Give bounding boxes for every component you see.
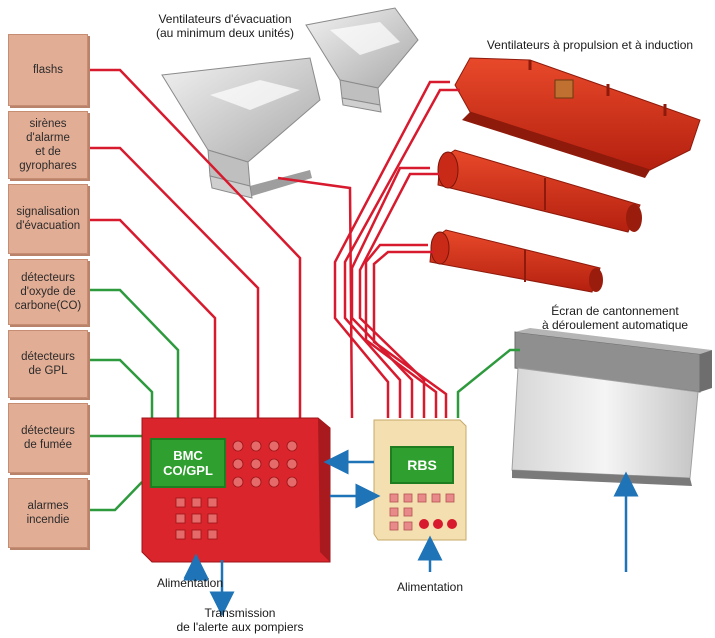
label-smoke-screen: Écran de cantonnement à déroulement auto… [541, 304, 689, 332]
tile-sirens: sirènes d'alarme et de gyrophares [8, 111, 88, 179]
tile-label: sirènes d'alarme et de gyrophares [19, 118, 77, 172]
rbs-buttons [419, 519, 457, 529]
bmc-keypad-right [232, 440, 298, 488]
label-bmc-power: Alimentation [156, 576, 224, 590]
tile-fire-alarm: alarmes incendie [8, 478, 88, 548]
red-wires [88, 68, 460, 419]
tile-co-detector: détecteurs d'oxyde de carbone(CO) [8, 259, 88, 325]
green-wires [88, 288, 520, 512]
bmc-keypad-bottom [175, 497, 218, 540]
tile-label: détecteurs de GPL [21, 351, 75, 377]
rbs-screen: RBS [390, 446, 454, 484]
jet-fan-cylinder-1 [437, 149, 642, 233]
tile-smoke-detector: détecteurs de fumée [8, 403, 88, 473]
exhaust-fan-right [305, 7, 419, 113]
tile-evac-sign: signalisation d'évacuation [8, 184, 88, 254]
label-jet-fans: Ventilateurs à propulsion et à induction [486, 38, 694, 52]
exhaust-fan-left [161, 57, 321, 199]
tile-flashs: flashs [8, 34, 88, 106]
tile-label: flashs [32, 64, 64, 76]
blue-arrows [183, 449, 639, 617]
label-rbs-power: Alimentation [396, 580, 464, 594]
rbs-keypad [389, 493, 455, 531]
jet-fan-cylinder-2 [429, 229, 603, 293]
label-exhaust-fans: Ventilateurs d'évacuation (au minimum de… [155, 12, 295, 40]
tile-label: détecteurs d'oxyde de carbone(CO) [14, 272, 82, 312]
label-transmission: Transmission de l'alerte aux pompiers [176, 606, 304, 634]
tile-label: détecteurs de fumée [21, 425, 75, 451]
jet-fan-large [454, 57, 701, 178]
tile-gpl-detector: détecteurs de GPL [8, 330, 88, 398]
smoke-screen [511, 328, 712, 486]
tile-label: alarmes incendie [26, 500, 70, 526]
bmc-screen: BMC CO/GPL [150, 438, 226, 488]
tile-label: signalisation d'évacuation [15, 206, 81, 232]
